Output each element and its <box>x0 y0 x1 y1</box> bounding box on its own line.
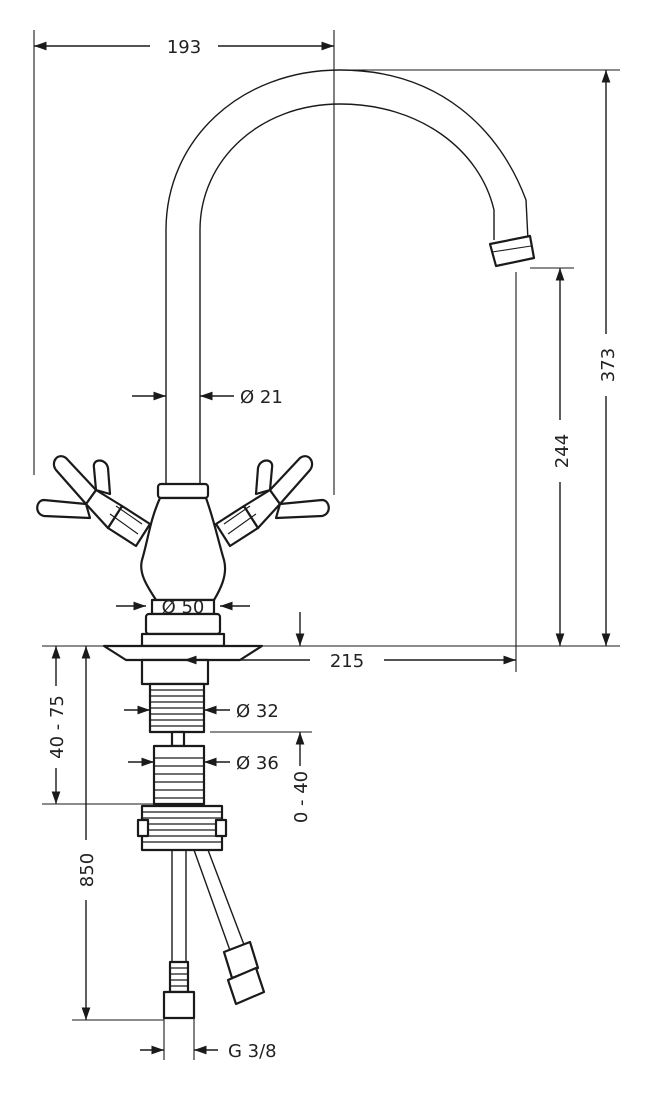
dim-spout-diameter: Ø 21 <box>240 387 283 408</box>
dimension-labels: 193 Ø 21 373 244 Ø 50 215 Ø 32 Ø 36 40 -… <box>47 37 619 1062</box>
spout-inner-outline <box>199 103 495 488</box>
right-handle <box>214 455 330 548</box>
spout-collar <box>156 482 210 500</box>
mounting-hardware <box>136 658 266 1020</box>
mounting-nut <box>152 744 206 806</box>
dim-thread-size: G 3/8 <box>228 1041 277 1062</box>
hose-angled <box>193 849 247 957</box>
aerator <box>488 234 536 268</box>
hose-nut-left <box>162 990 196 1020</box>
dim-hose-length: 850 <box>77 853 98 887</box>
dim-total-height: 373 <box>598 348 619 382</box>
hose-straight <box>171 850 187 962</box>
dim-shank-diameter-lower: Ø 36 <box>236 753 279 774</box>
hose-nut-right <box>226 966 266 1006</box>
dimension-lines <box>33 30 620 1060</box>
spout-outline <box>165 69 529 488</box>
valve-body <box>140 496 227 602</box>
dim-spout-height: 244 <box>552 434 573 468</box>
faucet-body <box>36 69 536 662</box>
deck-plate <box>102 644 264 662</box>
dim-shank-diameter-upper: Ø 32 <box>236 701 279 722</box>
dim-deck-thickness: 40 - 75 <box>47 695 68 759</box>
dim-top-width: 193 <box>167 37 201 58</box>
left-handle <box>36 455 152 548</box>
dim-thickness-range: 0 - 40 <box>291 771 312 823</box>
dim-reach: 215 <box>330 651 364 672</box>
dim-base-diameter: Ø 50 <box>162 597 205 618</box>
